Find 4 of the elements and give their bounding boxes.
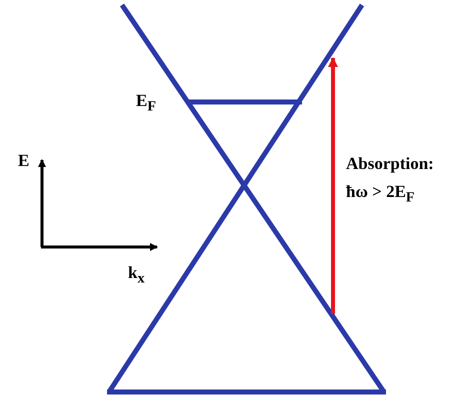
axis-label: k$_{x}$ (128, 262, 145, 288)
axis-label: E (18, 150, 30, 172)
annotation: Absorption: ħω > 2E$_{F}$ (346, 153, 435, 208)
energy-label: E$_{F}$ (136, 90, 156, 116)
